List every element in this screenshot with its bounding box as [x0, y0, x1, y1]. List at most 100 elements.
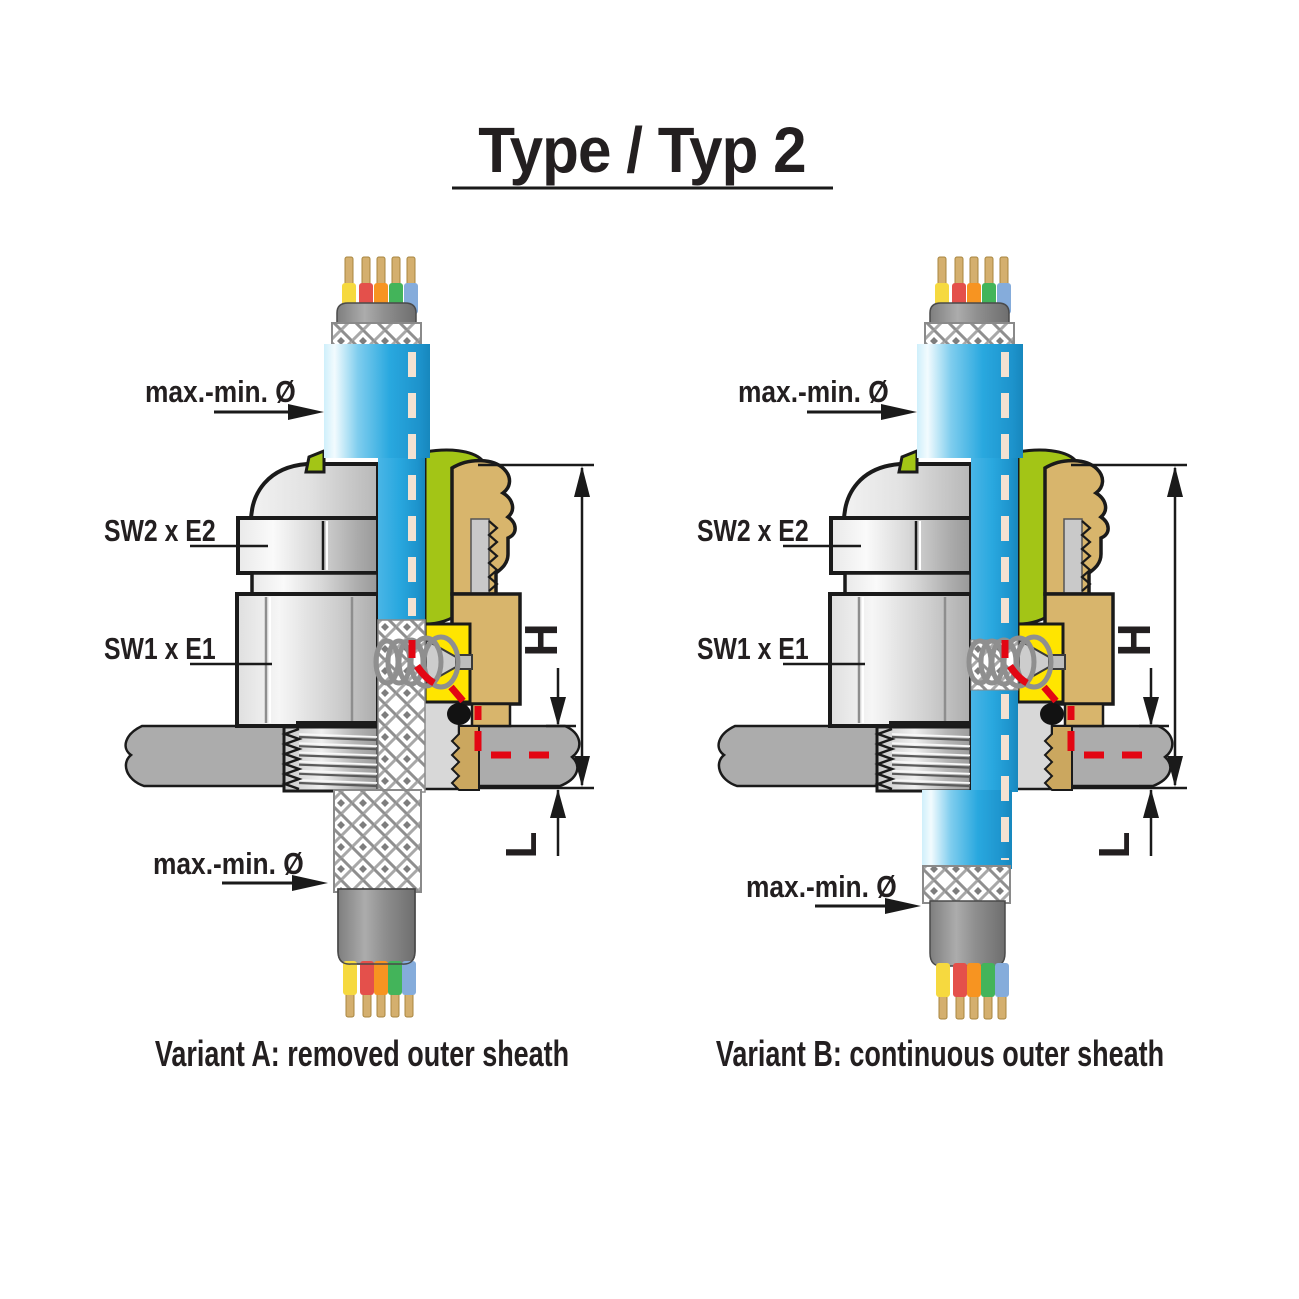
label-sw2-e2: SW2 x E2	[697, 513, 809, 547]
wire-insulation-bottom	[953, 963, 967, 997]
caption-variant-a: Variant A: removed outer sheath	[155, 1033, 569, 1074]
thread-ridge	[891, 781, 971, 788]
arrowhead-up	[550, 789, 566, 818]
arrowhead-down	[1167, 756, 1183, 787]
hex-body-sw1	[235, 592, 380, 728]
thread-engagement-zigzag	[487, 520, 499, 592]
inner-sheath-below	[337, 888, 416, 965]
arrowhead-up	[574, 466, 590, 497]
label-max-min-diameter-bottom: max.-min. Ø	[746, 870, 897, 904]
leader-arrow	[288, 404, 324, 420]
wire-insulation-bottom	[388, 961, 402, 995]
braid-ring-top	[924, 322, 1015, 348]
dimension-label-h: H	[1108, 623, 1160, 656]
outer-sheath-below	[922, 790, 1012, 869]
thread-ridge-highlight	[891, 760, 971, 766]
label-sw1-e1: SW1 x E1	[697, 631, 809, 665]
inner-sheath-outline	[337, 888, 416, 965]
contact-spring-coil	[1014, 634, 1054, 690]
cable-sheath-column	[971, 456, 1018, 792]
thread-ridge	[891, 735, 971, 742]
wire-insulation-bottom	[995, 963, 1009, 997]
leader-arrow	[881, 404, 917, 420]
wire-insulation-bottom	[343, 961, 357, 995]
hex-body-sw1	[828, 592, 973, 728]
thread-ridge	[891, 763, 971, 769]
seal-cap-left	[304, 448, 326, 474]
inner-sheath-below	[929, 900, 1006, 967]
dome-cap	[248, 462, 380, 524]
thread-engagement	[470, 518, 490, 594]
thread-ridge-highlight	[298, 769, 378, 775]
dimension-label-h: H	[515, 623, 567, 656]
contact-spring-coil	[421, 634, 461, 690]
ground-path-dash	[1041, 684, 1059, 704]
ground-path-dash	[414, 664, 436, 687]
page-title: Type / Typ 2	[478, 115, 805, 186]
wire-insulation-bottom	[936, 963, 950, 997]
thread-ridge-highlight	[891, 779, 971, 784]
contact-spring-coil	[408, 635, 444, 689]
thread-ridge	[298, 781, 378, 788]
thread-ridge-highlight	[891, 733, 971, 738]
arrowhead-up	[1143, 789, 1159, 818]
neck-ring	[843, 571, 973, 596]
o-ring-seal	[1040, 703, 1064, 725]
label-max-min-diameter-top: max.-min. Ø	[738, 375, 889, 409]
arrowhead-down	[574, 756, 590, 787]
dome-cap	[841, 462, 973, 524]
label-max-min-diameter-top: max.-min. Ø	[145, 375, 296, 409]
caption-variant-b: Variant B: continuous outer sheath	[716, 1033, 1164, 1074]
contact-spring-coil	[1001, 635, 1037, 689]
wire-insulation-bottom	[981, 963, 995, 997]
thread-ridge-highlight	[298, 779, 378, 784]
thread-ridge-highlight	[298, 742, 378, 748]
thread-ridge-highlight	[891, 751, 971, 757]
arrowhead-down	[550, 697, 566, 726]
wire-insulation-bottom	[402, 961, 416, 995]
leader-arrow	[292, 875, 328, 891]
thread-root-zigzag	[874, 727, 896, 791]
thread-ridge	[891, 745, 971, 751]
thread-ridge-highlight	[891, 769, 971, 775]
ground-path-dash	[1007, 664, 1029, 687]
thread-ridge-highlight	[891, 742, 971, 748]
thread-ridge	[298, 772, 378, 778]
brass-thread-through-panel	[450, 725, 480, 791]
thread-ridge-highlight	[298, 751, 378, 757]
wire-insulation-bottom	[967, 963, 981, 997]
ground-path-dash	[448, 684, 466, 704]
thread-engagement-zigzag	[1080, 520, 1092, 592]
wire-insulation-bottom	[360, 961, 374, 995]
braid-exposed-below	[333, 789, 422, 893]
arrowhead-down	[1143, 697, 1159, 726]
dimension-label-l: L	[497, 832, 546, 859]
arrowhead-up	[1167, 466, 1183, 497]
thread-ridge	[891, 772, 971, 778]
thread-engagement	[1063, 518, 1083, 594]
dimension-label-l: L	[1090, 832, 1139, 859]
braid-ring-below	[922, 865, 1011, 904]
label-sw1-e1: SW1 x E1	[104, 631, 216, 665]
label-sw2-e2: SW2 x E2	[104, 513, 216, 547]
cable-sheath-column	[378, 456, 425, 622]
thread-ridge	[298, 745, 378, 751]
o-ring-seal	[447, 703, 471, 725]
thread-ridge-highlight	[298, 760, 378, 766]
braid-ring-top	[331, 322, 422, 348]
thread-ridge	[298, 763, 378, 769]
thread-ridge	[298, 735, 378, 742]
thread-ridge-highlight	[298, 733, 378, 738]
wire-insulation-bottom	[374, 961, 388, 995]
thread-root-zigzag	[281, 727, 303, 791]
neck-ring	[250, 571, 380, 596]
thread-ridge	[298, 754, 378, 760]
thread-ridge	[891, 754, 971, 760]
seal-cap-left	[897, 448, 919, 474]
